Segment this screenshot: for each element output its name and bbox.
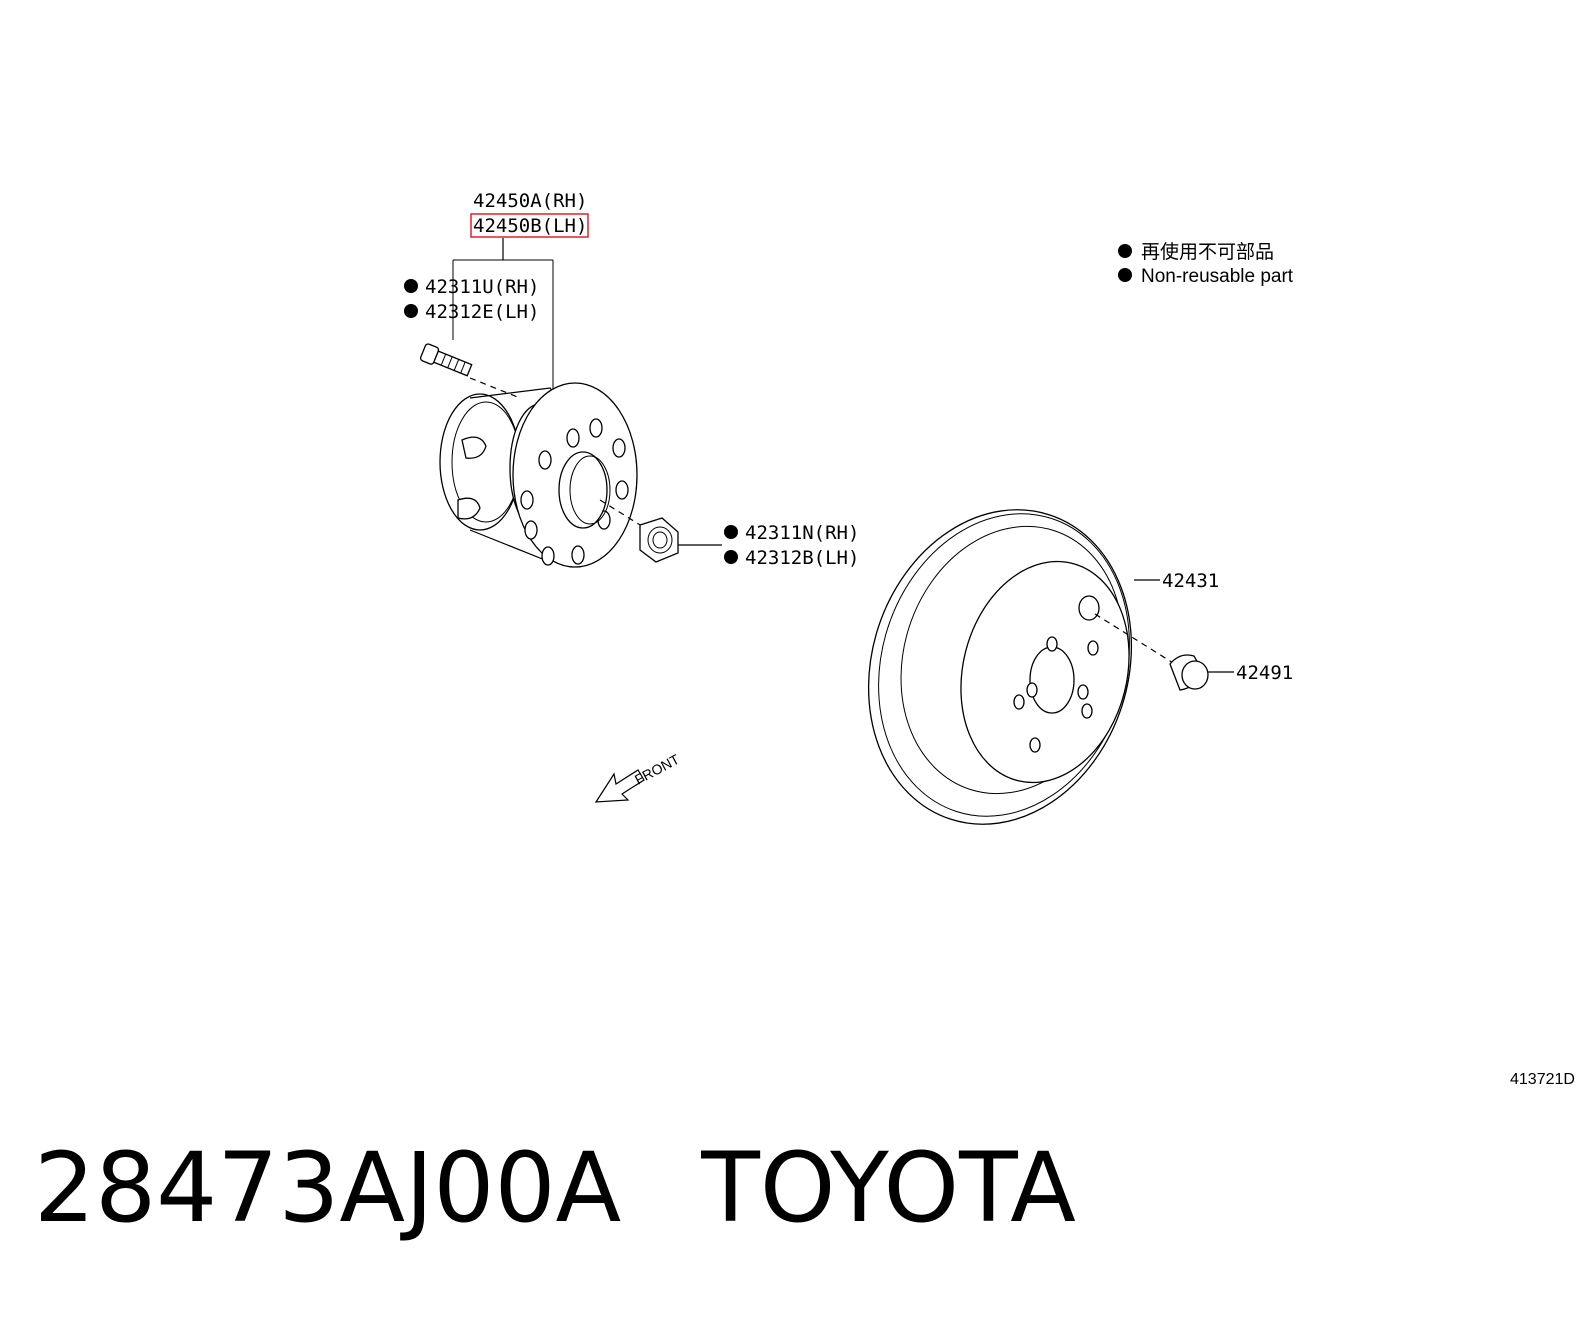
- callout-bolt-lh[interactable]: 42312E(LH): [425, 301, 539, 323]
- front-direction-arrow: FRONT: [594, 751, 682, 803]
- footer-part-number: 28473AJ00A: [34, 1132, 622, 1244]
- non-reusable-dot-nut-rh: [724, 525, 738, 539]
- callout-hub-rh[interactable]: 42450A(RH): [473, 190, 587, 212]
- hub-bolt-illustration: [419, 343, 521, 399]
- hub-bearing-illustration: [439, 382, 646, 568]
- legend-text-jp: 再使用不可部品: [1141, 241, 1274, 263]
- legend-text-en: Non-reusable part: [1141, 266, 1294, 287]
- callout-nut-lh[interactable]: 42312B(LH): [745, 547, 859, 569]
- non-reusable-dot-bolt-rh: [404, 279, 418, 293]
- callout-bolt-rh[interactable]: 42311U(RH): [425, 276, 539, 298]
- hub-nut-illustration: [639, 517, 722, 563]
- illustration-code: 413721D: [1510, 1071, 1575, 1088]
- highlight-box-42450b: [470, 213, 589, 238]
- footer-brand: TOYOTA: [701, 1132, 1076, 1244]
- plug-illustration: [1169, 654, 1234, 691]
- brake-disc-illustration: [867, 509, 1179, 825]
- callout-plug[interactable]: 42491: [1236, 662, 1293, 684]
- non-reusable-dot-bolt-lh: [404, 304, 418, 318]
- non-reusable-dot-nut-lh: [724, 550, 738, 564]
- callout-nut-rh[interactable]: 42311N(RH): [745, 522, 859, 544]
- legend-dot-jp: [1118, 244, 1132, 258]
- callout-disc[interactable]: 42431: [1162, 570, 1219, 592]
- callout-hub-lh[interactable]: 42450B(LH): [473, 215, 587, 237]
- hub-leader-line: [452, 238, 554, 395]
- front-label: FRONT: [632, 751, 682, 788]
- legend-dot-en: [1118, 268, 1132, 282]
